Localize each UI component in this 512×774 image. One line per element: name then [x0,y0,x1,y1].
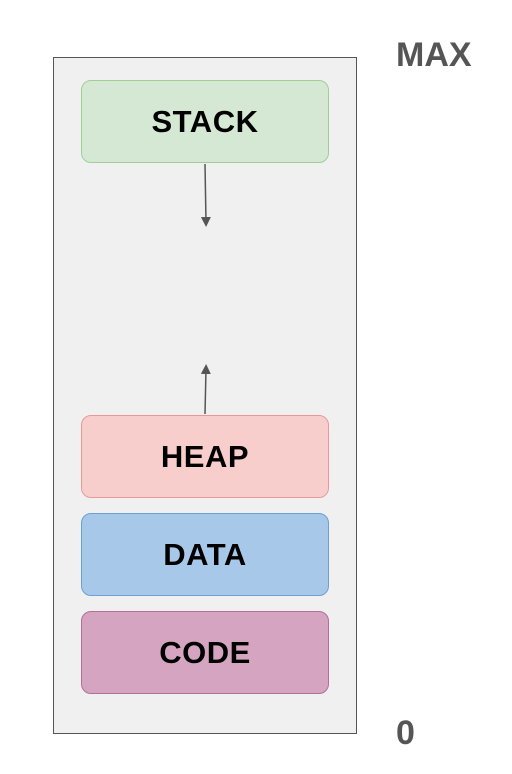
code-segment-label: CODE [159,634,251,670]
stack-segment: STACK [81,80,329,163]
stack-segment-label: STACK [151,103,259,139]
zero-address-label: 0 [396,714,415,752]
max-address-label: MAX [396,36,472,74]
code-segment: CODE [81,611,329,694]
heap-segment-label: HEAP [160,438,250,474]
heap-segment: HEAP [81,415,329,498]
data-segment-label: DATA [163,536,247,572]
data-segment: DATA [81,513,329,596]
